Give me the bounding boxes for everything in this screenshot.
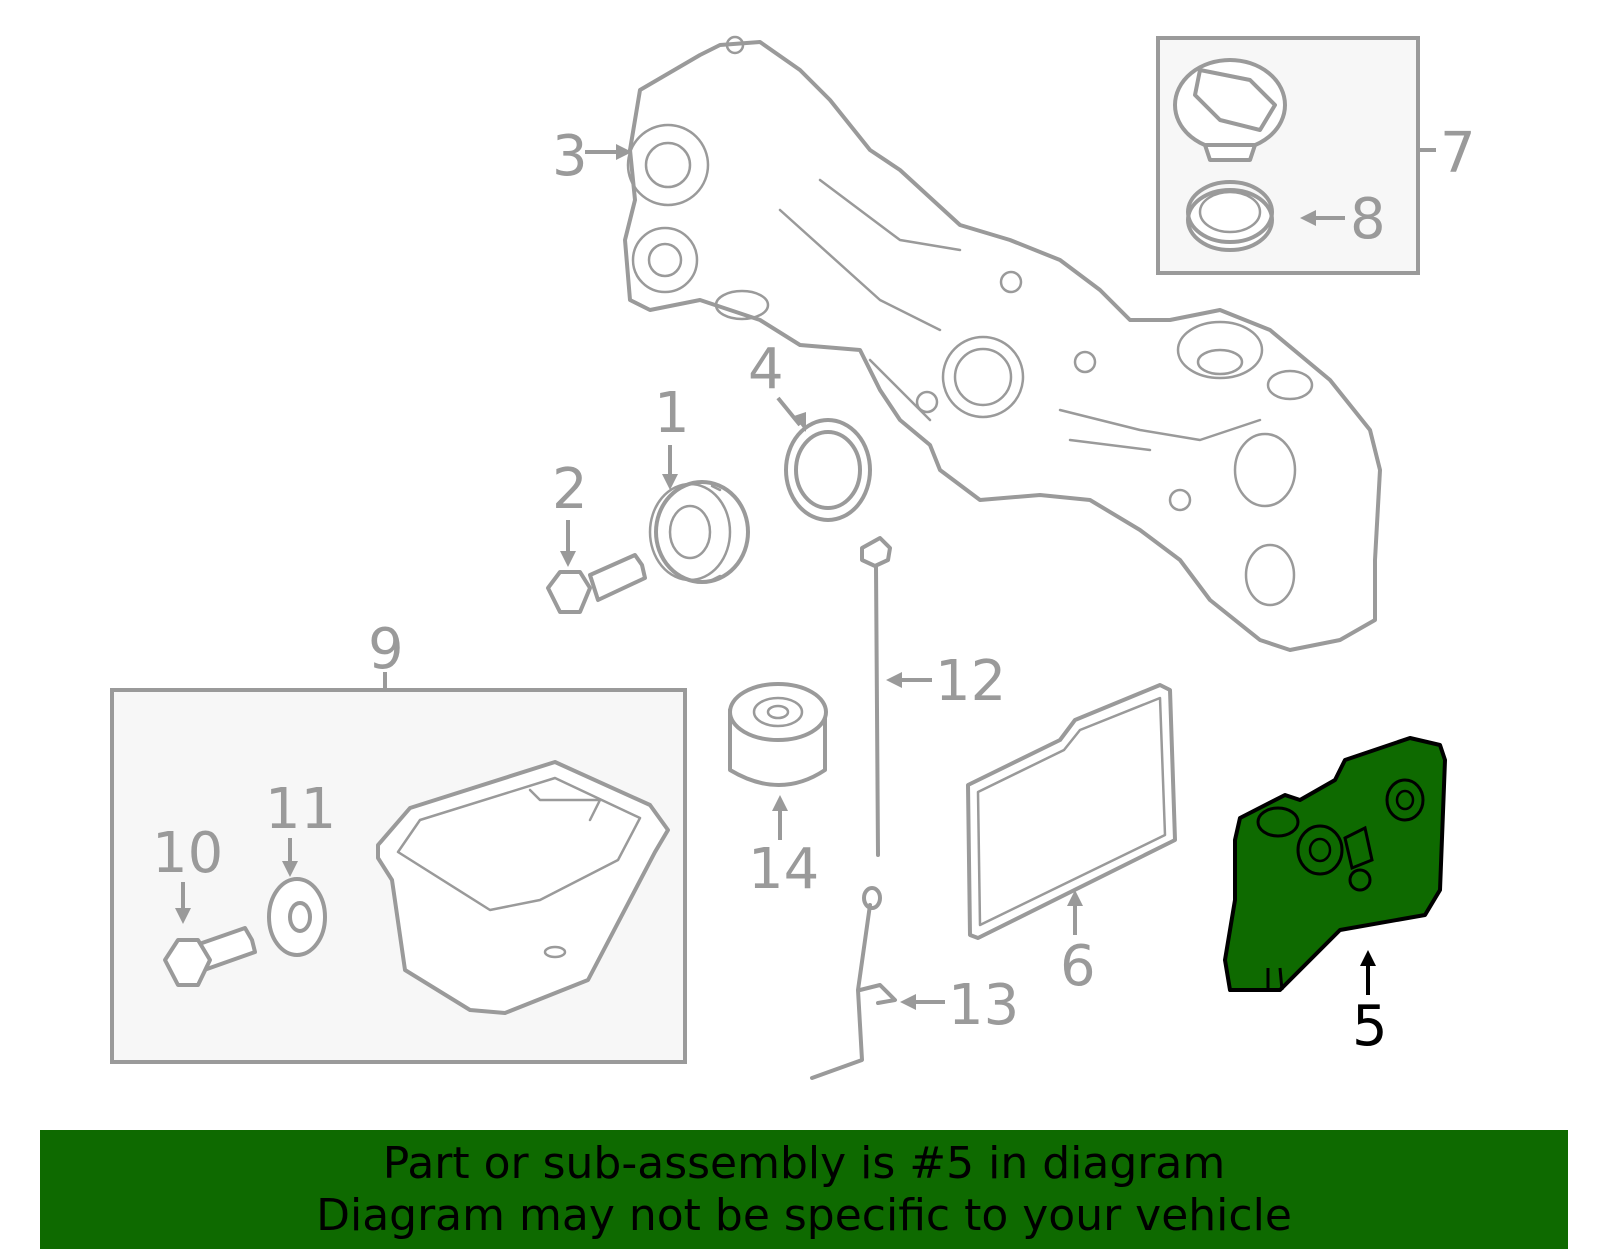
callout-8: 8 [1300,187,1386,252]
part-10-drain-plug[interactable] [163,926,257,987]
part-4-crank-seal[interactable] [784,418,872,522]
svg-text:9: 9 [368,617,404,682]
callout-4: 4 [748,337,806,432]
svg-text:4: 4 [748,337,784,402]
callout-1: 1 [654,381,690,490]
part-12-dipstick[interactable] [860,536,892,857]
part-3-timing-cover[interactable] [623,35,1382,652]
banner-background [40,1130,1568,1249]
svg-text:3: 3 [552,124,588,189]
svg-text:5: 5 [1352,994,1388,1059]
callout-2: 2 [552,457,588,567]
svg-text:10: 10 [152,821,223,886]
svg-text:13: 13 [948,973,1019,1038]
info-banner: Part or sub-assembly is #5 in diagram Di… [40,1130,1568,1249]
svg-text:7: 7 [1440,121,1476,186]
callout-10: 10 [152,821,223,924]
svg-text:12: 12 [935,649,1006,714]
svg-text:1: 1 [654,381,690,446]
banner-line-2: Diagram may not be specific to your vehi… [316,1189,1292,1241]
part-14-oil-filter[interactable] [728,682,828,787]
callout-13: 13 [900,973,1019,1038]
part-1-crank-pulley[interactable] [648,480,750,584]
part-2-pulley-bolt[interactable] [546,553,647,614]
callout-14: 14 [748,795,819,902]
callout-12: 12 [886,649,1006,714]
callout-11: 11 [265,777,336,877]
part-9-oil-pan-box[interactable] [110,688,687,1064]
svg-text:14: 14 [748,837,819,902]
part-11-washer[interactable] [267,877,327,957]
callout-3: 3 [552,124,632,189]
part-8-cap-gasket[interactable] [1186,180,1274,252]
callout-6: 6 [1060,890,1096,999]
banner-line-1: Part or sub-assembly is #5 in diagram [382,1137,1226,1189]
part-6-pan-gasket[interactable] [966,683,1177,940]
svg-text:6: 6 [1060,934,1096,999]
callout-9: 9 [368,617,404,690]
part-5-oil-pan-highlighted[interactable] [1223,736,1447,992]
svg-text:2: 2 [552,457,588,522]
svg-text:8: 8 [1350,187,1386,252]
callout-5: 5 [1352,950,1388,1059]
svg-text:11: 11 [265,777,336,842]
part-13-gauge-guide[interactable] [810,886,897,1080]
